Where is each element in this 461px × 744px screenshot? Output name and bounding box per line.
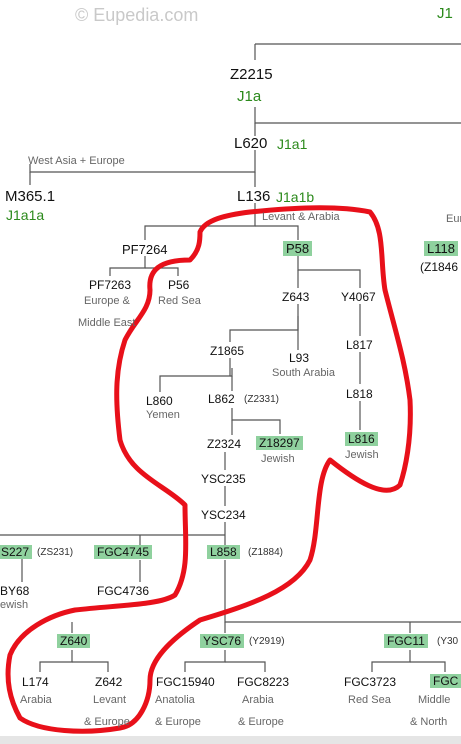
node-p58: P58	[283, 241, 313, 256]
node-y2919: (Y2919)	[249, 636, 285, 647]
node-p56: P56	[168, 278, 190, 292]
region-middle-partial: Middle	[418, 694, 451, 706]
node-l818: L818	[346, 387, 373, 401]
node-l817: L817	[346, 338, 373, 352]
region-levant-arabia: Levant & Arabia	[262, 211, 340, 223]
region-west-asia-europe: West Asia + Europe	[28, 155, 125, 167]
node-ysc235: YSC235	[201, 472, 246, 486]
node-z1846: (Z1846	[420, 260, 459, 274]
region-and-europe-fgc15940: & Europe	[155, 716, 201, 728]
node-pf7263: PF7263	[89, 278, 132, 292]
node-s227: S227	[0, 545, 33, 559]
node-z1865: Z1865	[210, 344, 245, 358]
node-l860: L860	[146, 394, 173, 408]
node-l136: L136	[237, 188, 271, 205]
node-fgc11: FGC11	[384, 634, 428, 648]
node-fgc-partial: FGC	[430, 674, 461, 688]
node-z642: Z642	[95, 675, 123, 689]
node-l118: L118	[424, 241, 458, 256]
region-south-arabia: South Arabia	[272, 367, 335, 379]
node-fgc3723: FGC3723	[344, 675, 397, 689]
node-y4067: Y4067	[341, 290, 376, 304]
haplogroup-j1a1b-label: J1a1b	[276, 189, 315, 205]
node-z2331: (Z2331)	[244, 394, 280, 405]
node-z640: Z640	[57, 634, 91, 648]
region-red-sea-fgc3723: Red Sea	[348, 694, 391, 706]
node-zs231: (ZS231)	[37, 547, 74, 558]
node-fgc8223: FGC8223	[237, 675, 290, 689]
node-z1884: (Z1884)	[248, 547, 284, 558]
node-l862: L862	[208, 392, 235, 406]
haplogroup-j1a1a-label: J1a1a	[6, 207, 45, 223]
region-europe-and: Europe &	[84, 295, 130, 307]
region-yemen: Yemen	[146, 409, 180, 421]
node-y30: (Y30	[437, 636, 459, 647]
node-fgc4745: FGC4745	[94, 545, 153, 559]
region-and-north: & North	[410, 716, 448, 728]
node-fgc4736: FGC4736	[97, 584, 150, 598]
red-annotation-outline	[5, 205, 413, 734]
region-jewish-by68: ewish	[0, 599, 29, 611]
haplogroup-j1a-label: J1a	[237, 88, 262, 105]
region-jewish-z18297: Jewish	[261, 453, 295, 465]
region-arabia-fgc8223: Arabia	[242, 694, 274, 706]
region-middle-east: Middle East	[78, 317, 136, 329]
region-and-europe-fgc8223: & Europe	[238, 716, 284, 728]
node-l174: L174	[22, 675, 49, 689]
region-levant: Levant	[93, 694, 127, 706]
node-m365: M365.1	[5, 188, 56, 205]
region-and-europe-z642: & Europe	[84, 716, 130, 728]
region-anatolia: Anatolia	[155, 694, 195, 706]
node-l93: L93	[289, 351, 310, 365]
node-z2324: Z2324	[207, 437, 242, 451]
region-red-sea: Red Sea	[158, 295, 201, 307]
haplogroup-j1-label: J1	[437, 5, 453, 22]
haplogroup-j1a1-label: J1a1	[277, 136, 308, 152]
node-ysc234: YSC234	[201, 508, 246, 522]
bottom-scroll-strip	[0, 736, 461, 744]
node-by68: BY68	[0, 584, 30, 598]
region-jewish-l816: Jewish	[345, 449, 379, 461]
node-ysc76: YSC76	[200, 634, 245, 648]
node-l858: L858	[207, 545, 240, 559]
node-z643: Z643	[282, 290, 310, 304]
node-pf7264: PF7264	[122, 242, 168, 257]
node-z18297: Z18297	[256, 436, 303, 450]
eupedia-watermark: © Eupedia.com	[75, 5, 199, 25]
node-l620: L620	[234, 135, 268, 152]
region-arabia-l174: Arabia	[20, 694, 52, 706]
region-europe-partial: Eur	[446, 213, 461, 225]
node-l816: L816	[345, 432, 378, 446]
node-z2215: Z2215	[230, 66, 273, 83]
node-fgc15940: FGC15940	[156, 675, 215, 689]
